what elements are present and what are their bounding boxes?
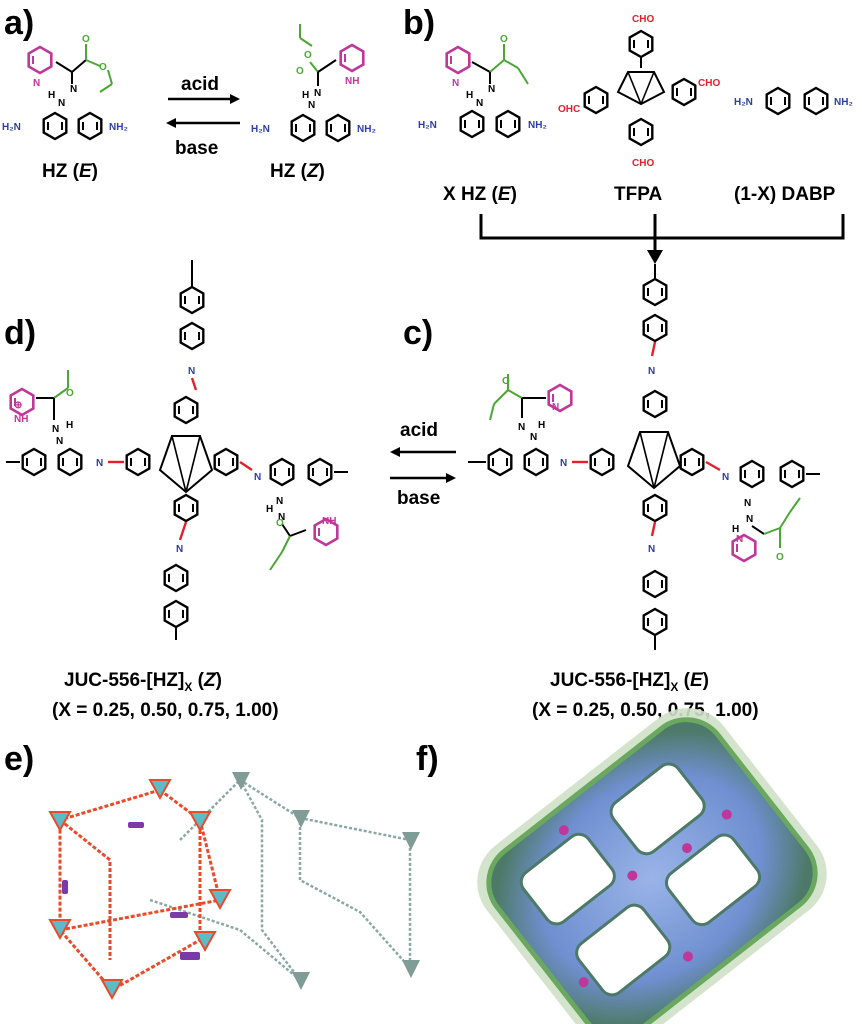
tfpa-molecule: CHO OHC CHO CHO <box>558 14 720 169</box>
hydrazone-h-z: H <box>302 90 309 101</box>
imine-n-top-d: N <box>188 366 195 377</box>
pyridine-n-label-b: N <box>452 78 459 89</box>
cho-right-label: CHO <box>698 78 720 89</box>
cho-bottom-label: CHO <box>632 158 654 169</box>
ester-o2-label-z: O <box>296 66 304 77</box>
label-dabp: (1-X) DABP <box>734 184 836 205</box>
hz-n2-c-left: N <box>530 432 537 443</box>
panel-label-a: a) <box>4 4 34 42</box>
arrow-base-label-a: base <box>175 138 218 159</box>
hz-n2-d-left: N <box>56 436 63 447</box>
panel-label-b: b) <box>403 4 435 42</box>
arrow-acid-label-a: acid <box>181 74 219 95</box>
hz-n2-c-right: N <box>746 514 753 525</box>
amine-left-label: H₂N <box>2 122 21 133</box>
imine-n-left-d: N <box>96 458 103 469</box>
hydrazone-n2-b: N <box>476 98 483 109</box>
dabp-molecule: H₂N NH₂ <box>734 86 853 116</box>
pyridinium-nh-d-left: NH <box>14 414 28 425</box>
pyridinium-nh-d-right: NH <box>322 516 336 527</box>
equilibrium-arrows-cd <box>390 447 456 483</box>
hydrazone-h: H <box>48 90 55 101</box>
hydrazone-h-b: H <box>466 90 473 101</box>
hz-purple-units <box>62 822 200 960</box>
hz-h-d-right: H <box>266 504 273 515</box>
label-hz-e: HZ (E) <box>42 161 98 182</box>
dabp-amine-left: H₂N <box>734 97 753 108</box>
grey-nodes <box>232 772 420 990</box>
amine-right-label-b: NH₂ <box>528 120 547 131</box>
cho-top-label: CHO <box>632 14 654 25</box>
label-juc556-e: JUC-556-[HZ]X (E) <box>550 670 709 694</box>
ester-o-label-z: O <box>304 50 312 61</box>
grey-net <box>149 778 412 981</box>
hz-n1-d-left: N <box>52 424 59 435</box>
imine-n-bottom-d: N <box>176 544 183 555</box>
pyridine-n-c-right: N <box>736 534 743 545</box>
hydrazone-n1: N <box>70 84 77 95</box>
panel-a-hz-e-molecule: N O O N H N H₂N NH₂ <box>2 34 128 141</box>
equilibrium-arrows-a <box>166 94 240 128</box>
panel-b-hz-e-molecule: N O N H N H₂N NH₂ <box>418 34 547 139</box>
ester-o-label: O <box>82 34 90 45</box>
imine-n-left-c: N <box>560 458 567 469</box>
x-values-d: (X = 0.25, 0.50, 0.75, 1.00) <box>52 700 279 721</box>
ohc-left-label: OHC <box>558 104 580 115</box>
hz-h-c-right: H <box>732 524 739 535</box>
framework-d: N N ⊕ NH O N H N N N N H <box>6 260 348 640</box>
arrow-base-label-cd: base <box>397 488 440 509</box>
ester-o2-label: O <box>99 62 107 73</box>
hydrazone-n1-z: N <box>314 88 321 99</box>
pore-surface-rendering <box>477 708 827 1024</box>
pyridine-n-c-left: N <box>552 402 559 413</box>
hz-pink-markers <box>558 809 732 988</box>
framework-c: N N N O N N H N N N H <box>468 264 820 650</box>
ester-o-c-left: O <box>502 376 510 387</box>
dabp-amine-right: NH₂ <box>834 97 853 108</box>
hz-n2-d-right: N <box>278 512 285 523</box>
x-values-c: (X = 0.25, 0.50, 0.75, 1.00) <box>532 700 759 721</box>
panel-a-hz-z-molecule: O O NH H N N H₂N NH₂ <box>251 24 376 143</box>
hz-n1-d-right: N <box>276 496 283 507</box>
pyridinium-nh-label: NH <box>345 76 359 87</box>
imine-n-top-c: N <box>648 366 655 377</box>
red-net <box>58 788 222 992</box>
imine-n-bottom-c: N <box>648 544 655 555</box>
ester-o-label-b: O <box>500 34 508 45</box>
pyridine-n-label: N <box>33 78 40 89</box>
red-nodes <box>48 779 232 1001</box>
label-tfpa: TFPA <box>614 184 662 205</box>
label-hz-z: HZ (Z) <box>270 161 325 182</box>
imine-n-right-c: N <box>722 472 729 483</box>
ester-o-c-right: O <box>776 552 784 563</box>
panel-label-c: c) <box>403 314 433 352</box>
label-juc556-z: JUC-556-[HZ]X (Z) <box>64 670 222 694</box>
hydrazone-n2: N <box>58 98 65 109</box>
label-x-hz-e: X HZ (E) <box>443 184 517 205</box>
panel-label-e: e) <box>4 740 34 778</box>
ester-o-d-right: O <box>276 518 284 529</box>
panel-label-d: d) <box>4 314 36 352</box>
panel-label-f: f) <box>416 740 439 778</box>
amine-left-label-b: H₂N <box>418 120 437 131</box>
hydrazone-n1-b: N <box>488 84 495 95</box>
framework-net-3d <box>48 772 420 1001</box>
hz-h-c-left: H <box>538 420 545 431</box>
imine-n-right-d: N <box>254 472 261 483</box>
ester-o-d-left: O <box>66 388 74 399</box>
hydrazone-n2-z: N <box>308 100 315 111</box>
amine-right-label: NH₂ <box>109 122 128 133</box>
pore-openings <box>519 762 762 997</box>
hz-n1-c-left: N <box>518 422 525 433</box>
combine-arrow <box>479 214 845 264</box>
hz-h-d-left: H <box>66 420 73 431</box>
arrow-acid-label-cd: acid <box>400 420 438 441</box>
amine-right-label-z: NH₂ <box>357 124 376 135</box>
amine-left-label-z: H₂N <box>251 124 270 135</box>
pyridinium-plus-d-left: ⊕ <box>14 400 22 411</box>
hz-n1-c-right: N <box>744 498 751 509</box>
